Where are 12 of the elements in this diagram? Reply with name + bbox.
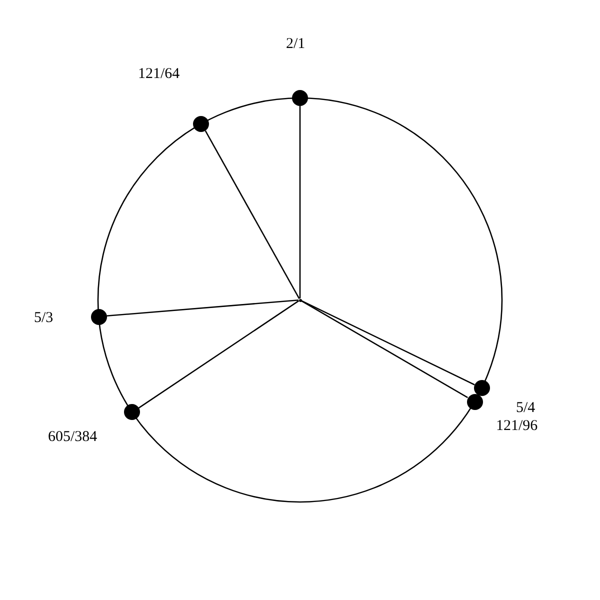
radius-line [204,130,300,299]
ratio-label: 121/64 [138,66,180,83]
radius-line [299,106,301,298]
radius-line [106,299,299,317]
ratio-label: 2/1 [286,36,306,53]
ratio-label: 5/3 [34,310,54,327]
radius-line [301,300,475,386]
ratio-label: 121/96 [496,418,538,435]
radius-line [300,300,468,398]
radius-line [138,300,300,408]
ratio-label: 5/4 [516,400,536,417]
ratio-label: 605/384 [48,429,98,446]
